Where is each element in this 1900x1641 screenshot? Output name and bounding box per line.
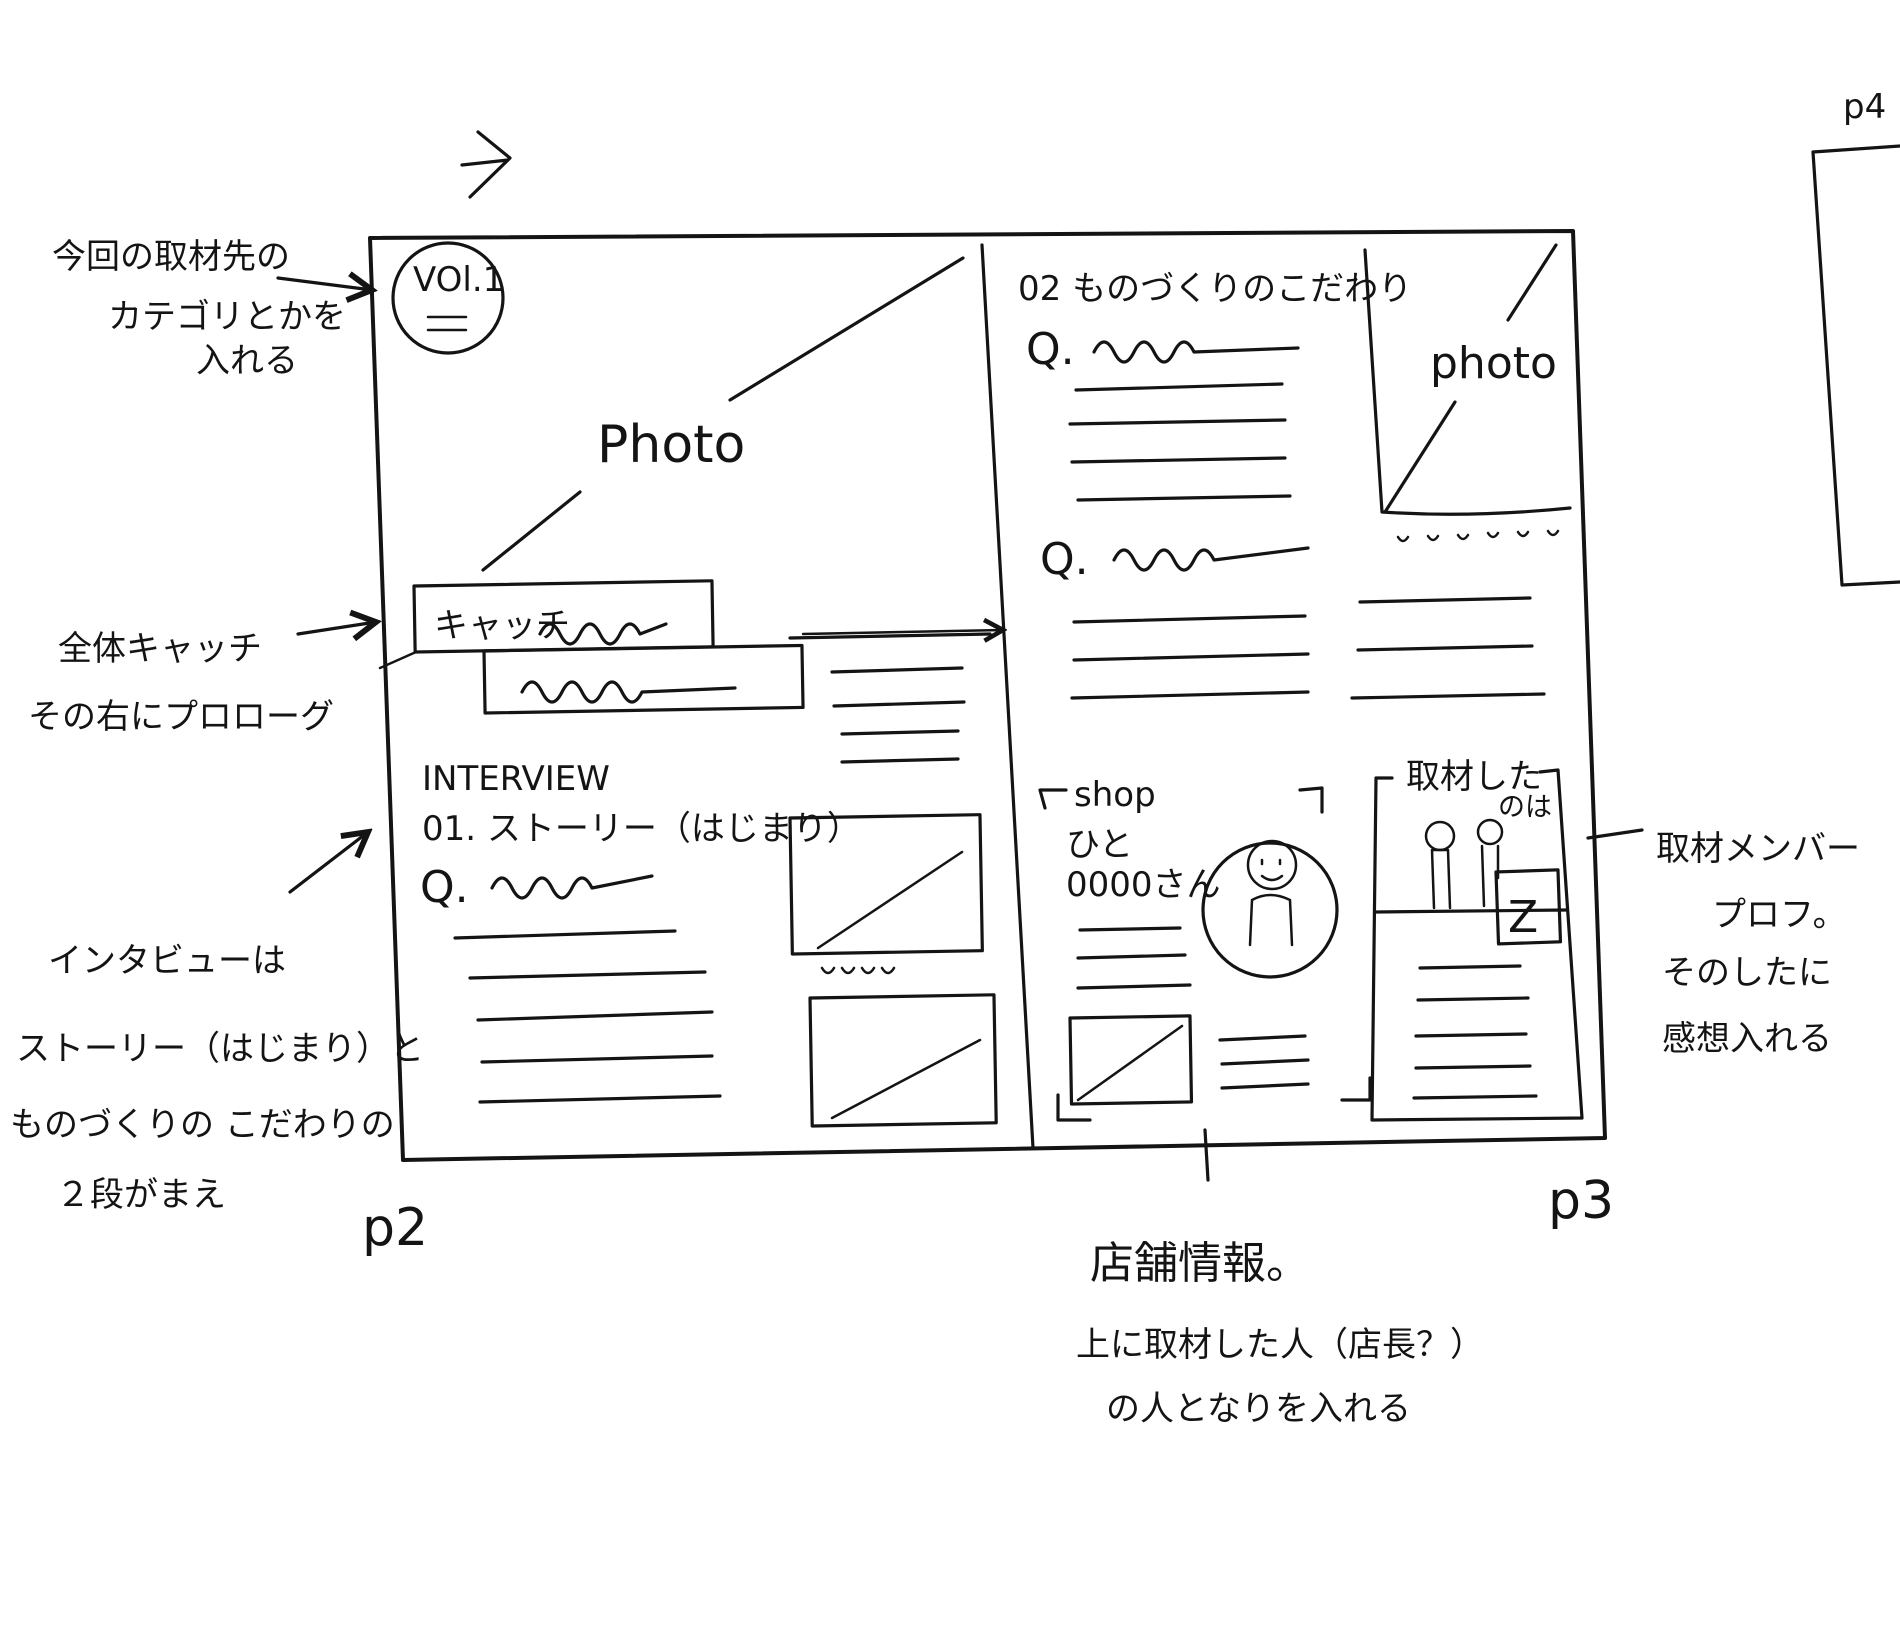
- catch-label: キャッチ: [434, 606, 570, 646]
- left-page: VOl.1 Photo キャッチ INTERVIEW 01. ストーリー（はじま…: [362, 241, 1003, 1258]
- story-text-lines: [453, 929, 722, 1104]
- main-photo-label: Photo: [597, 415, 745, 475]
- kodawari-photo-label: photo: [1430, 338, 1557, 389]
- shop-annotation: 店舗情報。 上に取材した人（店長？） の人となりを入れる: [1076, 1238, 1484, 1429]
- interview-annotation: インタビューは ストーリー（はじまり）と ものづくりの こだわりの ２段がまえ: [10, 832, 424, 1215]
- person-label-1: ひと: [1066, 825, 1133, 865]
- svg-text:ものづくりの こだわりの: ものづくりの こだわりの: [10, 1105, 395, 1145]
- shop-frame: [1038, 786, 1372, 1122]
- svg-text:２段がまえ: ２段がまえ: [56, 1175, 226, 1215]
- kodawari-q-label-1: Q.: [1026, 324, 1075, 375]
- member-annotation: 取材メンバー プロフ。 そのしたに 感想入れる: [1586, 828, 1860, 1059]
- p3-label: p3: [1548, 1171, 1614, 1231]
- interview-label: INTERVIEW: [422, 759, 610, 799]
- svg-text:今回の取材先の: 今回の取材先の: [52, 237, 290, 277]
- svg-text:入れる: 入れる: [196, 341, 298, 381]
- kodawari-text-lines-2: [1070, 614, 1310, 700]
- svg-text:カテゴリとかを: カテゴリとかを: [108, 297, 346, 337]
- page-divider: [980, 243, 1035, 1150]
- photo-caption-lines: [1350, 596, 1546, 700]
- shop-label: shop: [1074, 775, 1156, 815]
- story-photo-1: [788, 813, 984, 956]
- direction-arrow: [460, 130, 512, 199]
- person-portrait: [1201, 841, 1339, 979]
- member-badge-letter: Z: [1508, 892, 1538, 943]
- svg-text:感想入れる: 感想入れる: [1662, 1019, 1832, 1059]
- next-page-fragment: p4: [1811, 87, 1900, 587]
- svg-text:プロフ。: プロフ。: [1712, 895, 1847, 935]
- person-label-2: 0000さん: [1066, 865, 1221, 905]
- main-photo-placeholder: [481, 256, 965, 572]
- svg-text:全体キャッチ: 全体キャッチ: [58, 629, 262, 669]
- member-figure-2: [1476, 818, 1504, 846]
- svg-text:店舗情報。: 店舗情報。: [1090, 1238, 1310, 1289]
- vol-badge: [391, 241, 505, 355]
- kodawari-photo: [1363, 243, 1572, 516]
- category-annotation: 今回の取材先の カテゴリとかを 入れる: [52, 237, 372, 381]
- member-label-1: 取材した: [1406, 757, 1542, 797]
- story-heading: 01. ストーリー（はじまり）: [422, 809, 861, 849]
- p4-label: p4: [1843, 87, 1886, 127]
- svg-text:その右にプロローグ: その右にプロローグ: [28, 697, 334, 737]
- member-badge-box: [1494, 868, 1563, 946]
- right-page: 02 ものづくりのこだわり Q. Q. photo shop ひと 0000さん…: [1018, 243, 1614, 1231]
- kodawari-q-label-2: Q.: [1040, 534, 1089, 585]
- svg-text:上に取材した人（店長？）: 上に取材した人（店長？）: [1076, 1325, 1484, 1365]
- spread-frame: [368, 229, 1607, 1162]
- member-label-2: のは: [1498, 792, 1552, 823]
- svg-text:取材メンバー: 取材メンバー: [1656, 829, 1860, 869]
- member-figure-1: [1424, 820, 1456, 852]
- story-photo-2: [808, 993, 998, 1128]
- svg-text:インタビューは: インタビューは: [48, 941, 286, 981]
- vol-label: VOl.1: [413, 260, 504, 300]
- story-q-label: Q.: [420, 862, 469, 913]
- member-text-lines: [1412, 964, 1538, 1100]
- prologue-box: [482, 643, 805, 715]
- svg-text:ストーリー（はじまり）と: ストーリー（はじまり）と: [16, 1029, 424, 1069]
- member-frame: [1370, 768, 1584, 1122]
- kodawari-text-lines-1: [1068, 382, 1292, 502]
- svg-text:そのしたに: そのしたに: [1662, 953, 1832, 993]
- shop-photo: [1068, 1014, 1194, 1106]
- catch-annotation: 全体キャッチ その右にプロローグ: [28, 622, 376, 737]
- p2-label: p2: [362, 1198, 428, 1258]
- kodawari-heading: 02 ものづくりのこだわり: [1018, 269, 1412, 309]
- svg-text:の人となりを入れる: の人となりを入れる: [1106, 1389, 1411, 1429]
- prologue-text-lines: [788, 632, 992, 764]
